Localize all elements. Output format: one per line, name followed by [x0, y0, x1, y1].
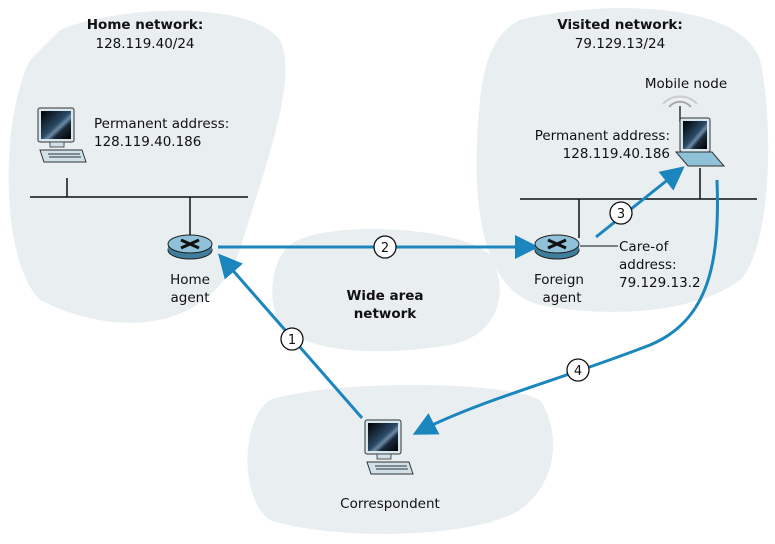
wide-area-network-cloud — [272, 228, 500, 352]
svg-text:3: 3 — [617, 207, 625, 222]
svg-text:4: 4 — [574, 364, 582, 379]
home-host-address: 128.119.40.186 — [94, 134, 201, 150]
home-agent-label-2: agent — [171, 290, 210, 306]
wan-label-1: Wide area — [346, 288, 423, 304]
home-network-title: Home network: — [87, 17, 204, 33]
care-of-label-1: Care-of — [619, 239, 670, 255]
home-network-cloud — [8, 10, 286, 323]
care-of-label-2: address: — [619, 257, 677, 273]
mobile-node-title: Mobile node — [645, 76, 727, 92]
correspondent-network-cloud — [247, 385, 554, 534]
step-4-marker: 4 — [566, 358, 590, 382]
home-agent-router-icon — [166, 233, 214, 261]
mobile-node-laptop-icon — [662, 95, 726, 167]
home-network-subnet: 128.119.40/24 — [95, 36, 194, 52]
correspondent-label: Correspondent — [340, 496, 440, 512]
step-2-marker: 2 — [373, 235, 397, 259]
mobile-node-address-label: Permanent address: — [535, 128, 670, 144]
visited-network-title: Visited network: — [557, 17, 682, 33]
svg-text:1: 1 — [288, 333, 296, 348]
visited-network-subnet: 79.129.13/24 — [575, 36, 665, 52]
arrow-step-4 — [412, 179, 719, 435]
home-host-address-label: Permanent address: — [94, 116, 229, 132]
foreign-agent-router-icon — [533, 233, 581, 261]
care-of-address: 79.129.13.2 — [619, 275, 701, 291]
svg-text:2: 2 — [381, 241, 389, 256]
home-agent-label-1: Home — [170, 272, 210, 288]
wan-label-2: network — [354, 306, 418, 322]
arrow-step-3 — [595, 166, 685, 239]
mobile-node-address: 128.119.40.186 — [563, 146, 670, 162]
step-3-marker: 3 — [609, 201, 633, 225]
step-1-marker: 1 — [280, 327, 304, 351]
foreign-agent-label-2: agent — [543, 290, 582, 306]
foreign-agent-label-1: Foreign — [534, 272, 584, 288]
